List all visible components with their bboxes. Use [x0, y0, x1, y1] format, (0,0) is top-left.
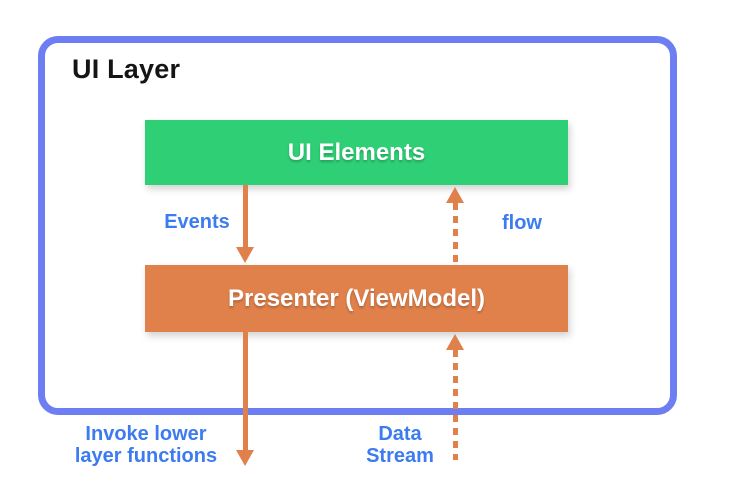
data-stream-label: Data Stream	[346, 423, 454, 467]
ui-layer-title: UI Layer	[72, 54, 181, 84]
events-arrow-line	[243, 185, 248, 248]
invoke-arrow-line	[243, 332, 248, 450]
flow-arrow-line	[453, 203, 458, 265]
ui-layer-frame	[38, 36, 677, 415]
invoke-label-line2: layer functions	[74, 445, 218, 467]
data-stream-arrow-line	[453, 350, 458, 460]
invoke-arrowhead-icon	[236, 450, 254, 466]
invoke-label-line1: Invoke lower	[85, 423, 207, 445]
events-arrowhead-icon	[236, 247, 254, 263]
ui-elements-label: UI Elements	[287, 138, 426, 166]
data-stream-label-line1: Data	[378, 423, 422, 445]
presenter-label: Presenter (ViewModel)	[228, 284, 485, 312]
ui-elements-box: UI Elements	[145, 120, 568, 185]
flow-label: flow	[502, 212, 542, 234]
flow-arrowhead-icon	[446, 187, 464, 203]
data-stream-label-line2: Stream	[366, 445, 434, 467]
data-stream-arrowhead-icon	[446, 334, 464, 350]
invoke-label: Invoke lower layer functions	[60, 423, 232, 467]
presenter-box: Presenter (ViewModel)	[145, 265, 568, 332]
events-label: Events	[164, 211, 230, 233]
